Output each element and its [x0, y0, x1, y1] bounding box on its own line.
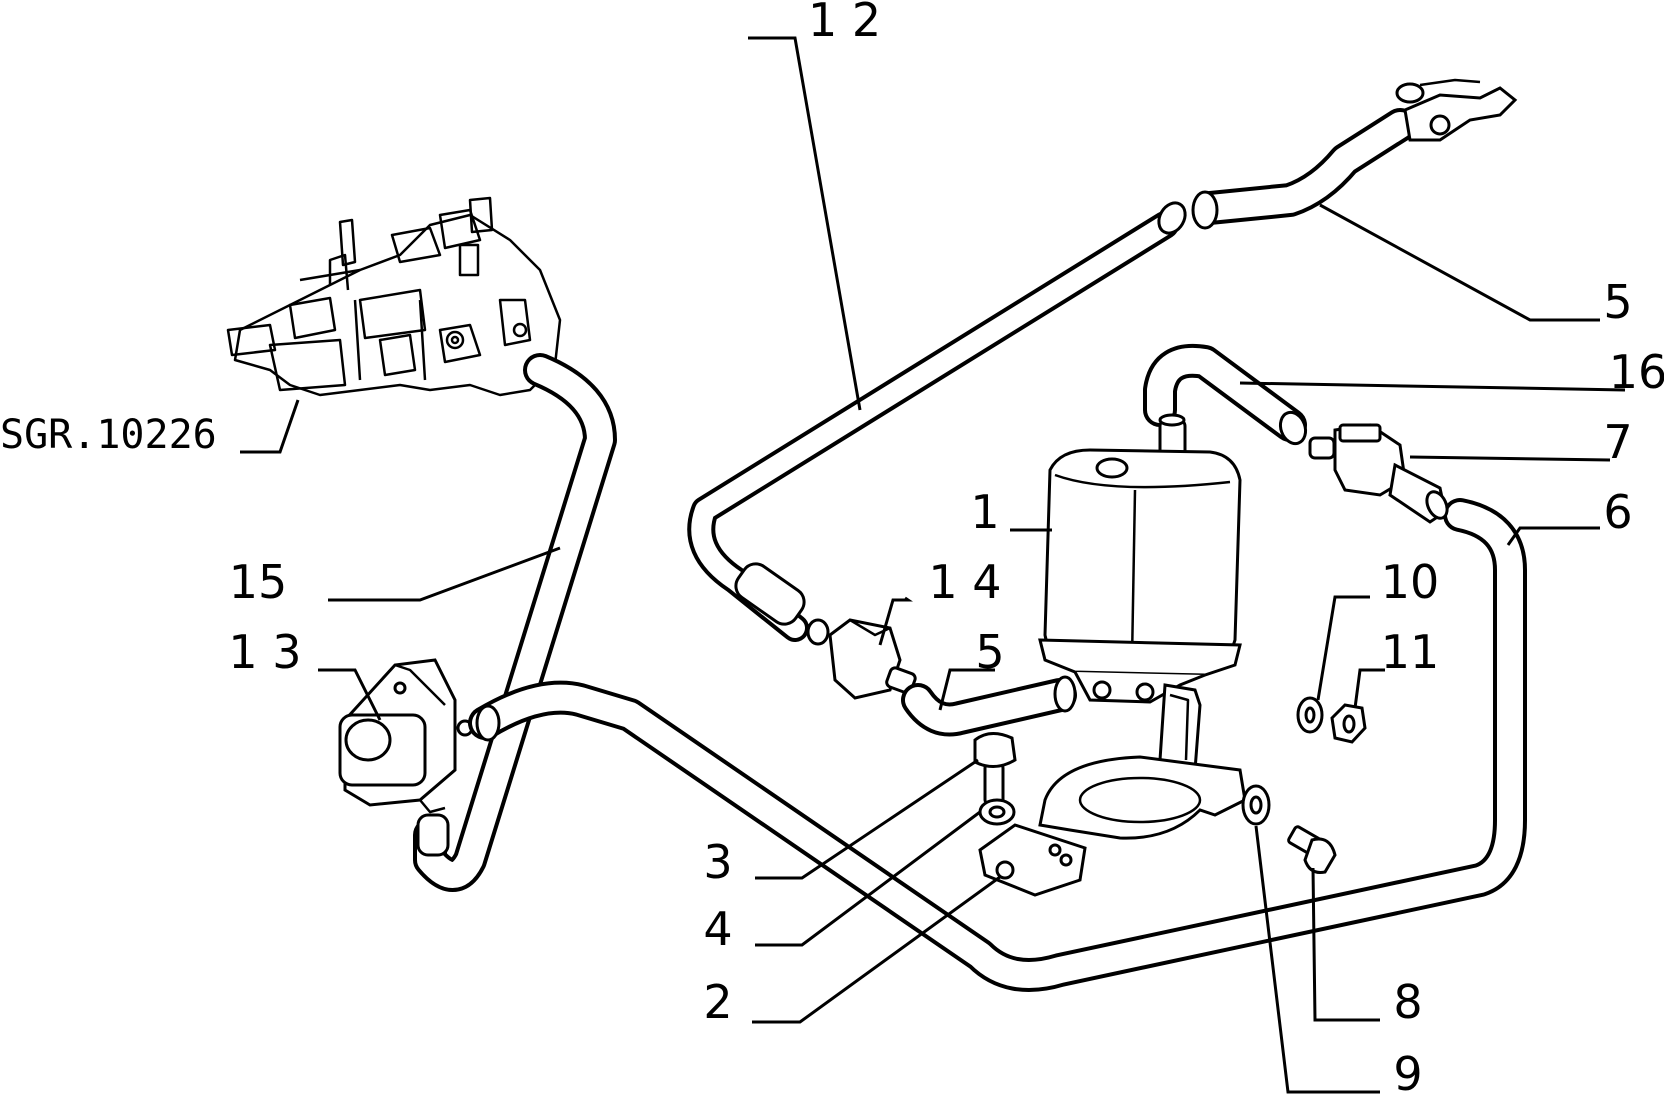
screw-3 — [973, 732, 1017, 805]
callout-4: 4 — [703, 902, 732, 956]
washer-9 — [1241, 784, 1271, 826]
screw-8 — [1287, 825, 1337, 874]
hose-15 — [413, 353, 617, 892]
reference-code: SGR.10226 — [0, 412, 217, 458]
callout-10: 10 — [1381, 555, 1440, 609]
carburetor-drawing — [226, 196, 562, 397]
bracket-2 — [978, 683, 1247, 897]
callout-8: 8 — [1393, 975, 1422, 1029]
callout-7: 7 — [1603, 415, 1632, 469]
nut-11 — [1330, 703, 1367, 744]
callout-5-top: 5 — [1603, 275, 1632, 329]
leader-lines — [240, 36, 1626, 1094]
connector-top — [1395, 78, 1518, 142]
callout-1: 1 — [970, 485, 999, 539]
callout-3: 3 — [703, 835, 732, 889]
hose-16 — [1143, 343, 1308, 446]
callout-5-mid: 5 — [975, 625, 1004, 679]
canister-1 — [1038, 413, 1242, 704]
valve-7 — [1308, 423, 1449, 524]
solenoid-valve-13 — [338, 658, 474, 857]
hose-12 — [687, 201, 1187, 642]
callout-11: 11 — [1381, 625, 1440, 679]
callout-15: 15 — [229, 555, 288, 609]
callout-14: 1 4 — [928, 555, 1001, 609]
callout-9: 9 — [1393, 1047, 1422, 1095]
washer-10 — [1296, 696, 1324, 734]
callout-2: 2 — [703, 975, 732, 1029]
callout-6: 6 — [1603, 485, 1632, 539]
hose-6 — [468, 498, 1527, 992]
washer-4 — [978, 798, 1016, 826]
valve-14 — [806, 618, 917, 700]
hose-5-mid — [901, 675, 1077, 737]
hose-5-top — [1191, 108, 1417, 230]
callout-13: 1 3 — [228, 625, 301, 679]
callout-16: 16 — [1609, 345, 1664, 399]
callout-12: 1 2 — [808, 0, 881, 47]
